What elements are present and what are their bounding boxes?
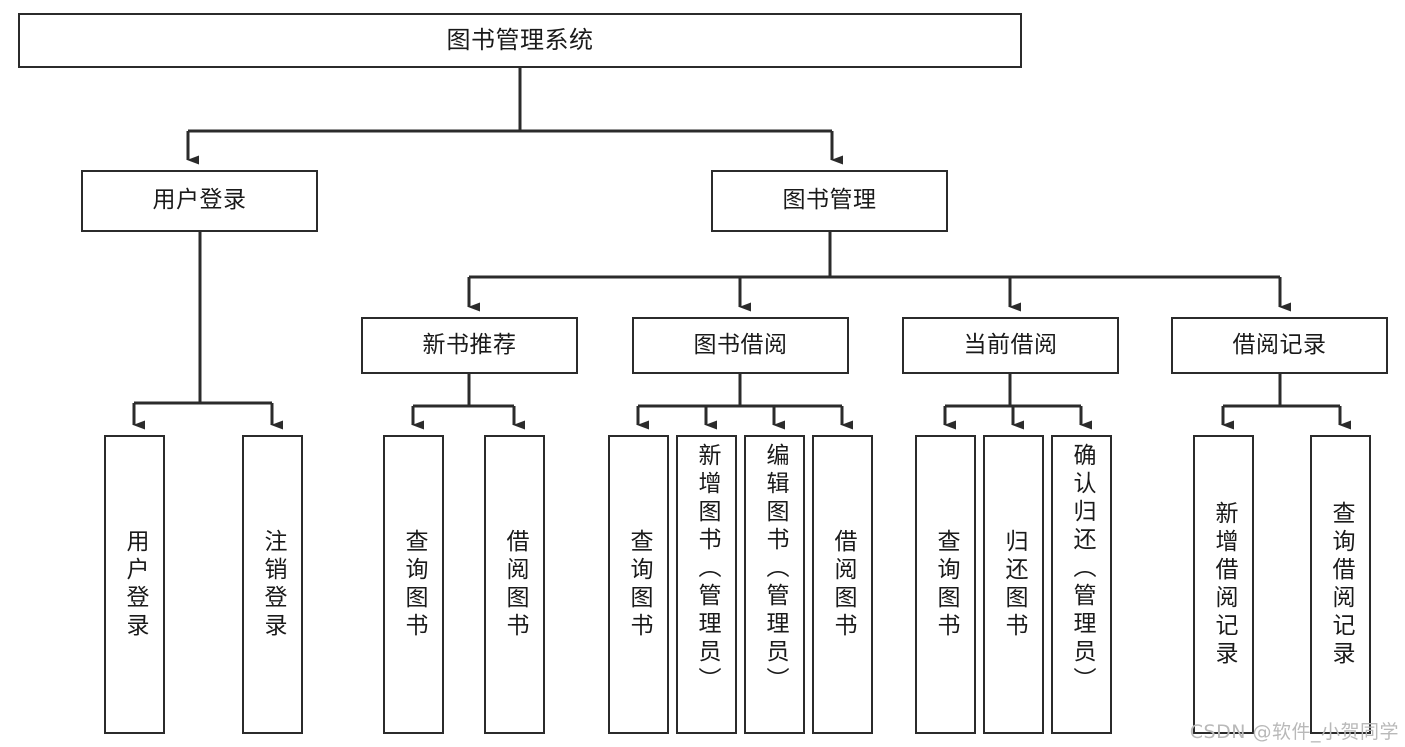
leaf-borrow-record-query-record[interactable]: 查询借阅记录 [1310, 435, 1371, 734]
node-label: 查询图书 [933, 528, 959, 641]
node-new-book-recommendation[interactable]: 新书推荐 [361, 317, 578, 374]
node-user-login[interactable]: 用户登录 [81, 170, 318, 232]
node-label: 注销登录 [260, 528, 286, 641]
leaf-current-borrow-confirm-return-admin[interactable]: 确认归还（管理员） [1051, 435, 1112, 734]
node-label: 借阅图书 [502, 528, 528, 641]
node-label: 查询图书 [626, 528, 652, 641]
leaf-book-borrow-add-book-admin[interactable]: 新增图书（管理员） [676, 435, 737, 734]
node-book-borrowing[interactable]: 图书借阅 [632, 317, 849, 374]
leaf-book-borrow-query-books[interactable]: 查询图书 [608, 435, 669, 734]
leaf-user-login-logout[interactable]: 注销登录 [242, 435, 303, 734]
leaf-current-borrow-query-books[interactable]: 查询图书 [915, 435, 976, 734]
node-label: 图书管理 [782, 187, 877, 214]
leaf-book-borrow-edit-book-admin[interactable]: 编辑图书（管理员） [744, 435, 805, 734]
node-label: 用户登录 [122, 528, 148, 641]
leaf-user-login-login[interactable]: 用户登录 [104, 435, 165, 734]
node-label: 查询图书 [401, 528, 427, 641]
node-label: 归还图书 [1001, 528, 1027, 641]
node-book-management[interactable]: 图书管理 [711, 170, 948, 232]
node-borrowing-record[interactable]: 借阅记录 [1171, 317, 1388, 374]
csdn-watermark: CSDN @软件_小贺同学 [1189, 721, 1399, 743]
leaf-new-book-query-books[interactable]: 查询图书 [383, 435, 444, 734]
node-label: 编辑图书（管理员） [762, 443, 788, 695]
node-root-book-management-system[interactable]: 图书管理系统 [18, 13, 1022, 68]
node-current-borrowing[interactable]: 当前借阅 [902, 317, 1119, 374]
node-label: 确认归还（管理员） [1069, 443, 1095, 695]
node-label: 当前借阅 [963, 331, 1058, 358]
node-label: 图书管理系统 [446, 26, 594, 55]
leaf-book-borrow-borrow-books[interactable]: 借阅图书 [812, 435, 873, 734]
node-label: 新增图书（管理员） [694, 443, 720, 695]
node-label: 借阅记录 [1232, 331, 1327, 358]
leaf-borrow-record-add-record[interactable]: 新增借阅记录 [1193, 435, 1254, 734]
node-label: 借阅图书 [830, 528, 856, 641]
node-label: 查询借阅记录 [1328, 500, 1354, 669]
node-label: 新增借阅记录 [1211, 500, 1237, 669]
node-label: 用户登录 [152, 187, 247, 214]
leaf-current-borrow-return-books[interactable]: 归还图书 [983, 435, 1044, 734]
leaf-new-book-borrow-books[interactable]: 借阅图书 [484, 435, 545, 734]
node-label: 图书借阅 [693, 331, 788, 358]
node-label: 新书推荐 [422, 331, 517, 358]
